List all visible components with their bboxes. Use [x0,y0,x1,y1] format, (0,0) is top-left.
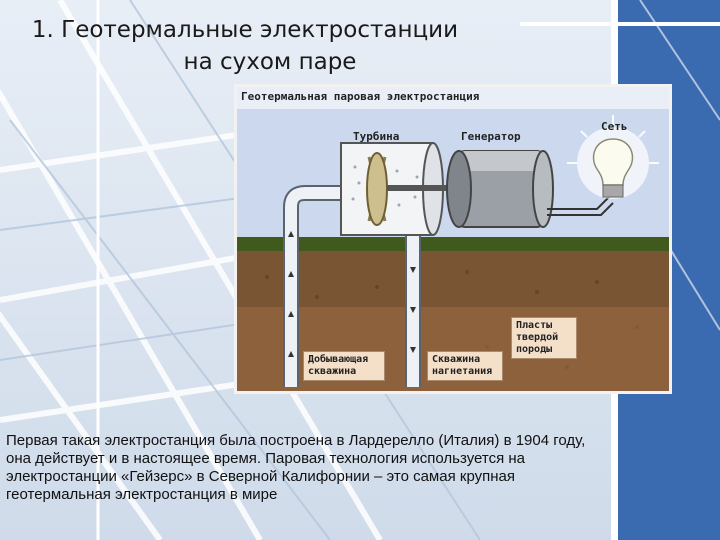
slide-title-line1: 1. Геотермальные электростанции [0,14,500,46]
turbine-label: Турбина [353,131,399,143]
production-label-line1: Добывающая [308,354,380,366]
rock-label-line2: твердой [516,332,572,344]
rock-layers-plaque: Пласты твердой породы [511,317,577,359]
injection-label-line2: нагнетания [432,366,498,378]
geothermal-plant-diagram: Геотермальная паровая электростанция Тур… [234,84,672,394]
grid-label: Сеть [601,121,628,133]
rock-label-line1: Пласты [516,320,572,332]
production-label-line2: скважина [308,366,380,378]
slide-title-line2: на сухом паре [40,46,500,78]
injection-label-line1: Скважина [432,354,498,366]
diagram-header: Геотермальная паровая электростанция [241,91,479,103]
slide-title: 1. Геотермальные электростанции на сухом… [0,14,500,78]
generator-label: Генератор [461,131,521,143]
caption-text: Первая такая электростанция была построе… [6,432,586,504]
injection-well-plaque: Скважина нагнетания [427,351,503,381]
production-well-plaque: Добывающая скважина [303,351,385,381]
rock-label-line3: породы [516,344,572,356]
